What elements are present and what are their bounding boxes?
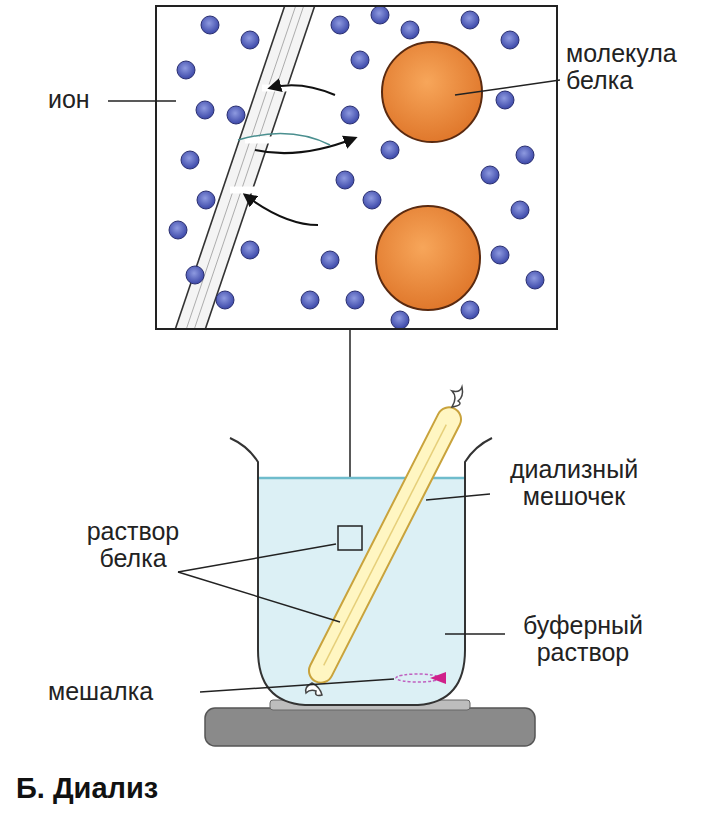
protein-molecule (382, 42, 482, 142)
ion-dot (196, 101, 214, 119)
ion-dot (227, 106, 245, 124)
ion-dot (241, 31, 259, 49)
ion-dot (371, 6, 389, 24)
ion-dot (301, 291, 319, 309)
ion-dot (363, 191, 381, 209)
ion-dot (336, 171, 354, 189)
transport-arrow (270, 85, 335, 95)
ion-dot (496, 91, 514, 109)
ion-dot (501, 31, 519, 49)
buffer-label: буферный раствор (508, 612, 658, 666)
zoom-inset (156, 6, 557, 329)
solution-label: раствор белка (58, 518, 208, 572)
ion-dot (401, 21, 419, 39)
ion-dot (346, 291, 364, 309)
ion-dot (321, 251, 339, 269)
ion-dot (331, 16, 349, 34)
ion-dot (216, 291, 234, 309)
ion-dot (381, 141, 399, 159)
ion-dot (177, 61, 195, 79)
ion-dot (461, 11, 479, 29)
protein-molecule (376, 206, 480, 310)
bag-label: диализный мешочек (494, 456, 654, 510)
protein-label: молекула белка (566, 40, 712, 94)
ion-dot (197, 191, 215, 209)
membrane (175, 6, 315, 329)
ion-dot (186, 266, 204, 284)
ion-dot (201, 16, 219, 34)
figure-caption: Б. Диализ (16, 772, 158, 805)
ion-dot (341, 106, 359, 124)
ion-dot (511, 201, 529, 219)
ion-dot (351, 51, 369, 69)
ion-dot (181, 151, 199, 169)
ion-label: ион (48, 86, 118, 113)
beaker (230, 438, 492, 705)
ion-dot (491, 246, 509, 264)
ion-dot (526, 271, 544, 289)
ion-dot (461, 301, 479, 319)
stirrer-label: мешалка (48, 678, 208, 705)
stirrer-base (205, 708, 535, 746)
ion-dot (481, 166, 499, 184)
ion-dot (241, 241, 259, 259)
ion-dot (391, 311, 409, 329)
ion-dot (516, 146, 534, 164)
ion-dot (169, 221, 187, 239)
